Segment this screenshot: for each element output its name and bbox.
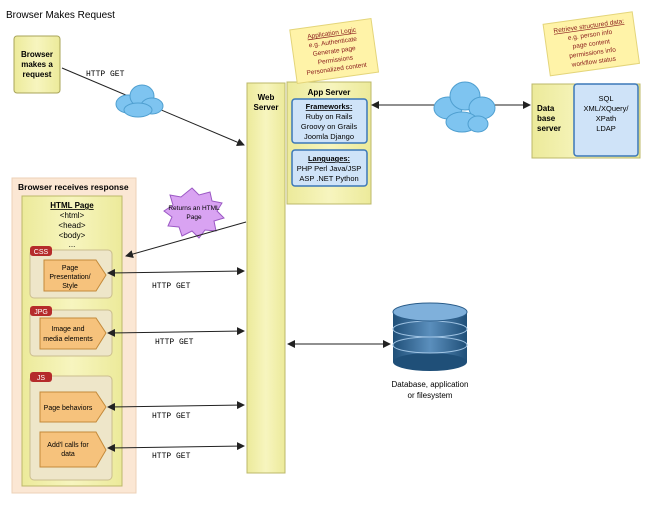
data-retrieval-note: Retrieve structured data: e.g. person in… — [542, 11, 641, 77]
languages-heading: Languages: — [308, 154, 350, 163]
jpg-http-get-label: HTTP GET — [155, 338, 194, 347]
web-server-line-2: Server — [254, 103, 279, 112]
burst-line-1: Returns an HTML — [168, 205, 220, 212]
css-tag: CSS — [34, 249, 49, 256]
browser-line-1: Browser — [21, 50, 53, 59]
js-calls-http-get-label: HTTP GET — [152, 452, 191, 461]
jpg-section: JPG Image and media elements — [29, 306, 113, 357]
app-server-box: App Server Frameworks: Ruby on Rails Gro… — [286, 81, 372, 205]
css-line-2: Presentation/ — [49, 274, 90, 281]
css-line-3: Style — [62, 283, 78, 290]
http-get-request-label: HTTP GET — [86, 70, 125, 79]
css-http-get-label: HTTP GET — [152, 282, 191, 291]
burst-line-2: Page — [186, 214, 202, 221]
network-cloud-icon — [433, 81, 496, 133]
response-panel-title: Browser receives response — [18, 182, 129, 192]
frameworks-box — [291, 98, 368, 144]
database-server-box: Data base server SQL XML/XQuery/ XPath L… — [531, 83, 641, 159]
js-calls-line-2: data — [61, 451, 75, 458]
browser-request-box: Browser makes a request — [13, 35, 61, 94]
js-calls-http-arrow — [107, 442, 245, 452]
response-arrow — [125, 221, 247, 258]
sql-line-4: LDAP — [596, 124, 616, 133]
html-page-line-3: <body> — [59, 231, 86, 240]
languages-box — [291, 149, 368, 187]
js-calls-line-1: Add'l calls for — [47, 442, 89, 449]
app-logic-note: Application Logic e.g. Authenticate Gene… — [289, 17, 380, 84]
sql-line-2: XML/XQuery/ — [583, 104, 629, 113]
js-behaviors-http-get-label: HTTP GET — [152, 412, 191, 421]
internet-cloud-icon — [115, 84, 164, 118]
jpg-http-arrow — [107, 327, 245, 337]
frameworks-line-3: Joomla Django — [304, 132, 354, 141]
db-server-line-3: server — [537, 124, 561, 133]
web-server-column: Web Server — [246, 82, 286, 474]
js-section: JS Page behaviors Add'l calls for data — [29, 372, 113, 481]
languages-line-1: PHP Perl Java/JSP — [297, 164, 361, 173]
languages-line-2: ASP .NET Python — [299, 174, 358, 183]
html-page-heading: HTML Page — [50, 201, 94, 210]
db-server-line-2: base — [537, 114, 556, 123]
jpg-tag: JPG — [34, 309, 48, 316]
app-logic-line-3: Permissions — [317, 54, 354, 66]
sql-line-1: SQL — [598, 94, 613, 103]
js-tag: JS — [37, 375, 46, 382]
database-label-line-1: Database, application — [392, 380, 469, 389]
css-section: CSS Page Presentation/ Style — [29, 246, 113, 299]
jpg-line-2: media elements — [43, 336, 93, 343]
app-server-title: App Server — [308, 88, 351, 97]
css-line-1: Page — [62, 265, 78, 272]
db-server-line-1: Data — [537, 104, 555, 113]
frameworks-line-1: Ruby on Rails — [306, 112, 353, 121]
browser-line-2: makes a — [21, 60, 53, 69]
web-server-line-1: Web — [258, 93, 275, 102]
html-page-line-4: ... — [69, 240, 76, 249]
js-behaviors-http-arrow — [107, 401, 245, 411]
diagram-title: Browser Makes Request — [6, 10, 115, 21]
frameworks-line-2: Groovy on Grails — [301, 122, 358, 131]
js-behaviors: Page behaviors — [44, 405, 93, 412]
query-languages-box — [573, 83, 639, 157]
frameworks-heading: Frameworks: — [306, 102, 353, 111]
sql-line-3: XPath — [596, 114, 616, 123]
database-icon — [392, 302, 468, 371]
jpg-line-1: Image and — [51, 326, 84, 333]
html-page-line-2: <head> — [58, 221, 85, 230]
returns-html-burst: Returns an HTML Page — [163, 187, 225, 239]
css-http-arrow — [107, 267, 245, 277]
browser-line-3: request — [23, 70, 52, 79]
database-label-line-2: or filesystem — [408, 391, 453, 400]
html-page-line-1: <html> — [60, 211, 85, 220]
